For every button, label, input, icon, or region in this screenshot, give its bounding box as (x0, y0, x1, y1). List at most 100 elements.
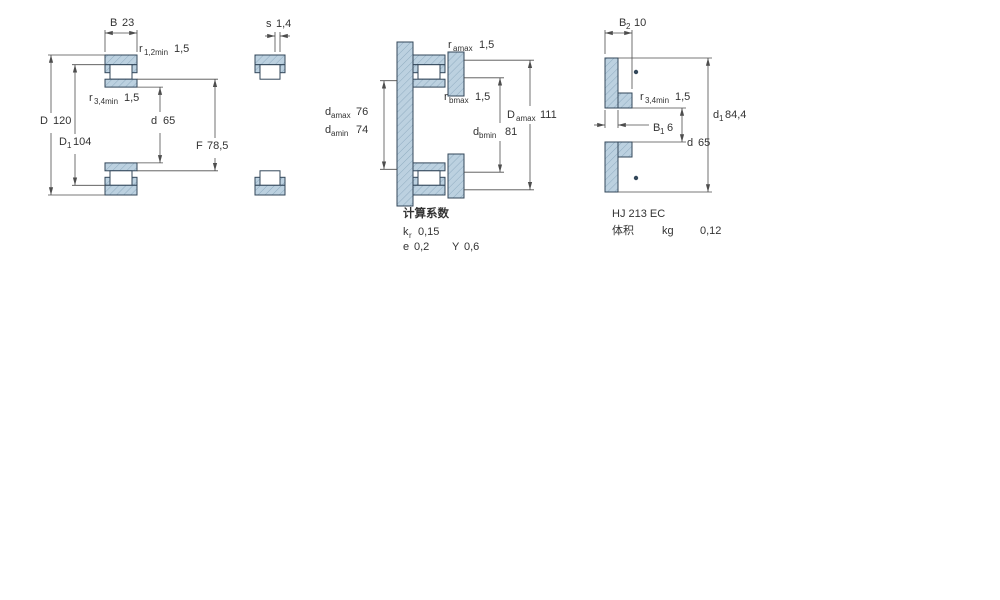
dim-r12-sub: 1,2min (144, 48, 168, 57)
hj-ring-info: HJ 213 EC 体积 kg 0,12 (612, 208, 721, 237)
dim-B2-label: B (619, 17, 626, 29)
ext-line (72, 64, 105, 186)
outer-ring-flange-bottom-right (131, 176, 138, 186)
roller-bottom (109, 170, 133, 186)
hj-designation: HJ 213 EC (612, 208, 665, 220)
hj-flange-bottom (604, 141, 619, 193)
dim-r12-label: r (139, 43, 143, 55)
hj-sleeve-bottom (617, 141, 633, 158)
dim-Da-max: D amax 111 (464, 59, 557, 191)
hj-sleeve-top (617, 92, 633, 109)
dim-d1-value: 84,4 (725, 109, 746, 121)
dim-ra-value: 1,5 (479, 39, 494, 51)
dim-r34-sub: 3,4min (645, 96, 669, 105)
dim-da-max-value: 76 (356, 106, 368, 118)
dim-d-value: 65 (698, 137, 710, 149)
roller-bottom (259, 170, 281, 186)
dim-s-value: 1,4 (276, 18, 291, 30)
roller-bottom (417, 170, 441, 186)
dim-B: B 23 (104, 17, 138, 52)
dim-da-min-label: d (325, 124, 331, 136)
flange-bottom-right (279, 176, 286, 186)
abutment-ring-right-bottom (447, 153, 465, 199)
dim-Da-max-value: 111 (540, 109, 557, 121)
dim-d-label: d (687, 137, 693, 149)
dim-d-value: 65 (163, 115, 175, 127)
dim-ra-label: r (448, 39, 452, 51)
ext-line (618, 57, 712, 193)
hj-ring-parts (604, 57, 639, 193)
roller-top (417, 64, 441, 80)
factor-kr-label: k (403, 226, 409, 238)
factor-Y-value: 0,6 (464, 241, 479, 253)
inner-ring-bottom (412, 162, 446, 172)
flange-top-right (439, 64, 446, 74)
view-outer-ring-assembly: s 1,4 (254, 18, 291, 196)
ext-line (604, 110, 619, 128)
dim-F: F 78,5 (137, 78, 228, 172)
factor-kr-value: 0,15 (418, 226, 439, 238)
flange-bottom-left (254, 176, 261, 186)
dim-B1: B 1 6 (594, 110, 673, 136)
dim-rb-max: r bmax 1,5 (444, 91, 490, 105)
view-bearing-cross-section: B 23 r 1,2min 1,5 D 120 D 1 104 r 3,4min… (40, 17, 228, 196)
dim-da-max-sub: amax (331, 111, 351, 120)
bearing-parts (104, 54, 138, 196)
ext-line (48, 54, 105, 196)
dim-B2-sub: 2 (626, 22, 631, 31)
hj-mass-value: 0,12 (700, 225, 721, 237)
factor-kr-sub: r (409, 231, 412, 240)
roller-contact-dot-top (633, 69, 639, 75)
dim-B-value: 23 (122, 17, 134, 29)
outer-ring-flange-top-right (131, 64, 138, 74)
dim-db-min: d bmin 81 (464, 77, 517, 173)
dim-r12-value: 1,5 (174, 43, 189, 55)
dim-r34min: r 3,4min 1,5 (89, 92, 139, 106)
dim-r34-value: 1,5 (675, 91, 690, 103)
ext-line (464, 59, 534, 191)
dim-db-min-sub: bmin (479, 131, 496, 140)
dim-rb-value: 1,5 (475, 91, 490, 103)
outer-ring-bottom (254, 184, 286, 196)
factor-e-value: 0,2 (414, 241, 429, 253)
ext-line (632, 107, 686, 143)
dim-B2: B 2 10 (604, 17, 646, 89)
dim-ra-max: r amax 1,5 (448, 39, 494, 53)
outer-ring-top (104, 54, 138, 66)
dim-ra-sub: amax (453, 44, 473, 53)
flange-bottom-left (412, 176, 419, 186)
ext-line (137, 78, 218, 172)
outer-ring-top (254, 54, 286, 66)
dim-r34-sub: 3,4min (94, 97, 118, 106)
outer-ring-flange-top-left (104, 64, 111, 74)
flange-top-left (254, 64, 261, 74)
dim-r34-value: 1,5 (124, 92, 139, 104)
dim-D-label: D (40, 115, 48, 127)
inner-ring-top (412, 78, 446, 88)
dim-B-label: B (110, 17, 117, 29)
dim-D-value: 120 (53, 115, 71, 127)
outer-ring-bottom (104, 184, 138, 196)
dim-B1-label: B (653, 122, 660, 134)
dim-D: D 120 (40, 54, 105, 196)
ext-line (104, 30, 138, 52)
roller-top (109, 64, 133, 80)
dim-db-min-value: 81 (505, 126, 517, 138)
abutment-ring-right-top (447, 51, 465, 97)
hj-mass-label: 体积 (612, 223, 634, 237)
dim-d: d 65 (632, 107, 710, 149)
dim-s-label: s (266, 18, 272, 30)
dim-da-min-value: 74 (356, 124, 368, 136)
dim-D1-value: 104 (73, 136, 91, 148)
dim-F-label: F (196, 140, 203, 152)
mounting-parts (396, 41, 465, 207)
roller-contact-dot-bottom (633, 175, 639, 181)
flange-top-left (412, 64, 419, 74)
flange-bottom-right (439, 176, 446, 186)
dim-d1-sub: 1 (719, 114, 724, 123)
dim-r34-label: r (640, 91, 644, 103)
outer-ring-top (412, 54, 446, 66)
dim-r34-label: r (89, 92, 93, 104)
dim-d1-label: d (713, 109, 719, 121)
